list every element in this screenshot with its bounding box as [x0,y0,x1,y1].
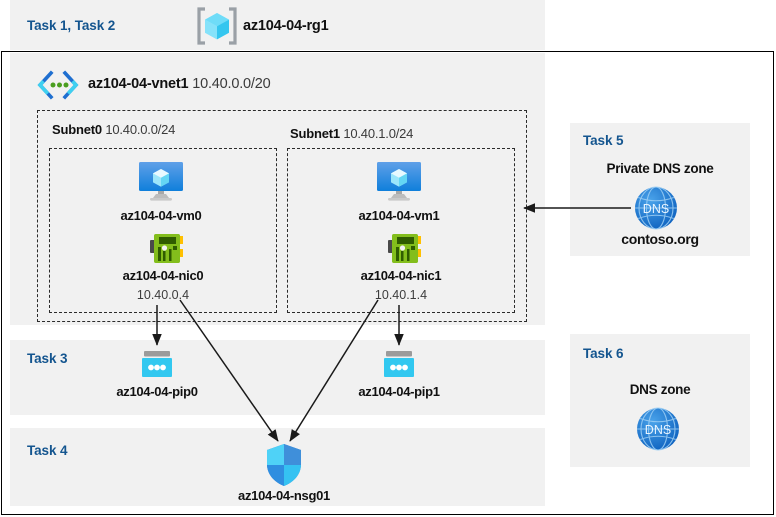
vnet-name-and-cidr: az104-04-vnet1 10.40.0.0/20 [88,76,271,92]
subnet0-name: Subnet0 [52,122,102,137]
dns-zone-icon[interactable]: DNS [635,406,681,452]
task-label-4: Task 4 [27,443,68,458]
nic1-ip: 10.40.1.4 [374,288,428,302]
public-dns-title: DNS zone [629,382,691,397]
virtual-machine-icon[interactable] [137,160,185,202]
private-dns-title: Private DNS zone [606,161,714,176]
network-security-group-icon[interactable] [265,443,303,487]
svg-text:DNS: DNS [643,202,669,216]
private-dns-name: contoso.org [621,231,699,247]
vnet-panel [10,53,545,325]
public-ip-icon[interactable] [139,349,175,381]
network-interface-icon[interactable] [149,232,185,266]
vm1-label: az104-04-vm1 [358,208,440,223]
resource-group-name: az104-04-rg1 [243,18,329,34]
task-label-1-2: Task 1, Task 2 [27,18,116,33]
subnet1-label: Subnet1 10.40.1.0/24 [290,126,413,141]
public-ip-icon[interactable] [381,349,417,381]
subnet1-name: Subnet1 [290,126,340,141]
resource-group-icon [196,7,238,45]
subnet0-cidr: 10.40.0.0/24 [105,122,176,137]
subnet1-cidr: 10.40.1.0/24 [343,126,414,141]
nic1-label: az104-04-nic1 [360,268,442,283]
virtual-network-icon [36,70,80,100]
vnet-address-space: 10.40.0.0/20 [192,76,271,92]
nic0-label: az104-04-nic0 [122,268,204,283]
pip1-label: az104-04-pip1 [358,384,440,399]
resource-group-header-band [10,0,545,50]
svg-text:DNS: DNS [645,423,671,437]
pip0-label: az104-04-pip0 [116,384,198,399]
subnet0-resources-box [49,148,277,313]
nic0-ip: 10.40.0.4 [136,288,190,302]
dns-zone-icon[interactable]: DNS [633,185,679,231]
public-ip-panel [10,340,545,415]
subnet1-resources-box [287,148,515,313]
subnets-container [37,110,527,322]
diagram-outer-frame [1,51,774,515]
vnet-name: az104-04-vnet1 [88,76,189,92]
network-interface-icon[interactable] [387,232,423,266]
nsg-label: az104-04-nsg01 [238,488,330,503]
task-label-5: Task 5 [583,133,624,148]
subnet0-label: Subnet0 10.40.0.0/24 [52,122,175,137]
vm0-label: az104-04-vm0 [120,208,202,223]
virtual-machine-icon[interactable] [375,160,423,202]
task-label-6: Task 6 [583,346,624,361]
task-label-3: Task 3 [27,351,68,366]
